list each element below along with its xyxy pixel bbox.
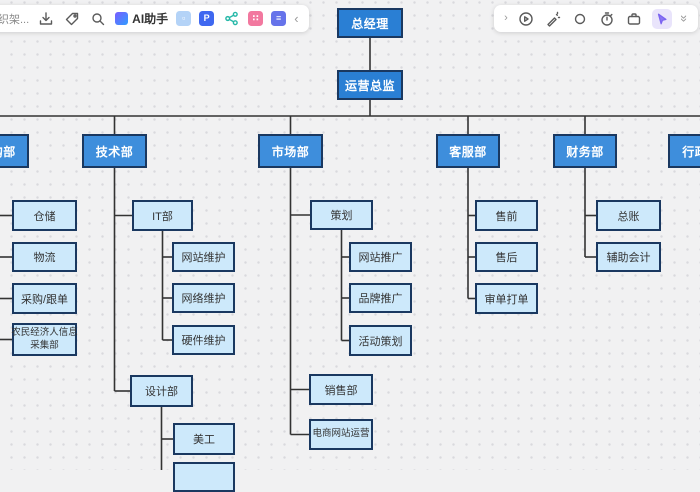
document-title[interactable]: 织架... [0, 13, 30, 26]
org-node-event-planning[interactable]: 活动策划 [349, 325, 412, 356]
toolbar-left: 织架... AI助手 ▫ P ∷ ≡ ‹ [0, 5, 309, 32]
timer-icon[interactable] [598, 10, 616, 28]
cursor-tool-icon[interactable] [651, 8, 672, 29]
org-node-site-promotion[interactable]: 网站推广 [349, 242, 412, 272]
org-node-assistant-accounting[interactable]: 辅助会计 [596, 242, 661, 272]
org-node-warehouse[interactable]: 仓储 [12, 200, 77, 231]
tag-icon[interactable] [63, 10, 81, 28]
ai-assistant-label: AI助手 [132, 12, 169, 26]
org-node-network-maintain[interactable]: 网络维护 [172, 283, 235, 313]
org-node-farmer-info[interactable]: 农民经济人信息采集部 [11, 323, 78, 356]
laser-pen-icon[interactable] [544, 10, 562, 28]
collapse-right-icon[interactable]: » [676, 14, 692, 23]
toolbar-right: › » [494, 5, 698, 32]
ai-assistant-button[interactable]: AI助手 [115, 10, 168, 27]
expand-right-icon[interactable]: › [504, 12, 508, 24]
org-node-after-sale[interactable]: 售后 [475, 242, 538, 272]
ai-logo-icon [115, 12, 129, 25]
org-node-order-review-print[interactable]: 审单打单 [475, 283, 538, 314]
play-presentation-icon[interactable] [517, 10, 535, 28]
org-node-purchase-follow[interactable]: 采购/跟单 [12, 283, 77, 314]
search-icon[interactable] [89, 10, 107, 28]
shape-circle-icon[interactable] [571, 10, 589, 28]
org-node-dept-tech[interactable]: 技术部 [82, 134, 147, 168]
org-node-general-manager[interactable]: 总经理 [337, 8, 403, 38]
org-node-art-worker[interactable]: 美工 [173, 423, 235, 455]
org-node-dept-finance[interactable]: 财务部 [553, 134, 617, 168]
org-node-logistics[interactable]: 物流 [12, 242, 77, 272]
org-node-operations-director[interactable]: 运营总监 [337, 70, 403, 100]
org-node-brand-promotion[interactable]: 品牌推广 [349, 283, 412, 313]
org-node-website-maintain[interactable]: 网站维护 [172, 242, 235, 272]
pink-share-icon[interactable]: ∷ [248, 11, 264, 26]
org-node-it-dept[interactable]: IT部 [132, 200, 193, 231]
image-share-icon[interactable]: ▫ [176, 11, 192, 26]
connector-layer [0, 38, 700, 470]
org-node-dept-admin[interactable]: 行政部 [668, 134, 700, 168]
chat-share-icon[interactable]: ≡ [271, 11, 287, 26]
org-node-ecommerce-site-ops[interactable]: 电商网站运营 [309, 419, 373, 450]
share-nodes-icon[interactable] [222, 10, 240, 28]
org-node-dept-procurement[interactable]: 采购部 [0, 134, 29, 168]
org-node-sales-dept[interactable]: 销售部 [309, 374, 373, 405]
briefcase-icon[interactable] [625, 10, 643, 28]
org-node-planning[interactable]: 策划 [310, 200, 373, 230]
node-layer: 总经理运营总监采购部 技术部 市场部 客服部 财务部 行政部仓储物流采购/跟单农民经济人信… [0, 8, 700, 492]
p-share-icon[interactable]: P [199, 11, 215, 26]
org-node-pre-sale[interactable]: 售前 [475, 200, 538, 231]
org-node-dept-market[interactable]: 市场部 [258, 134, 323, 168]
download-icon[interactable] [37, 10, 55, 28]
collapse-left-icon[interactable]: ‹ [294, 11, 299, 26]
org-node-hardware-maintain[interactable]: 硬件维护 [172, 325, 235, 355]
org-node-design-sub-partial[interactable] [173, 462, 235, 492]
org-node-general-ledger[interactable]: 总账 [596, 200, 661, 231]
org-node-dept-service[interactable]: 客服部 [436, 134, 500, 168]
org-node-design-dept[interactable]: 设计部 [130, 375, 193, 407]
